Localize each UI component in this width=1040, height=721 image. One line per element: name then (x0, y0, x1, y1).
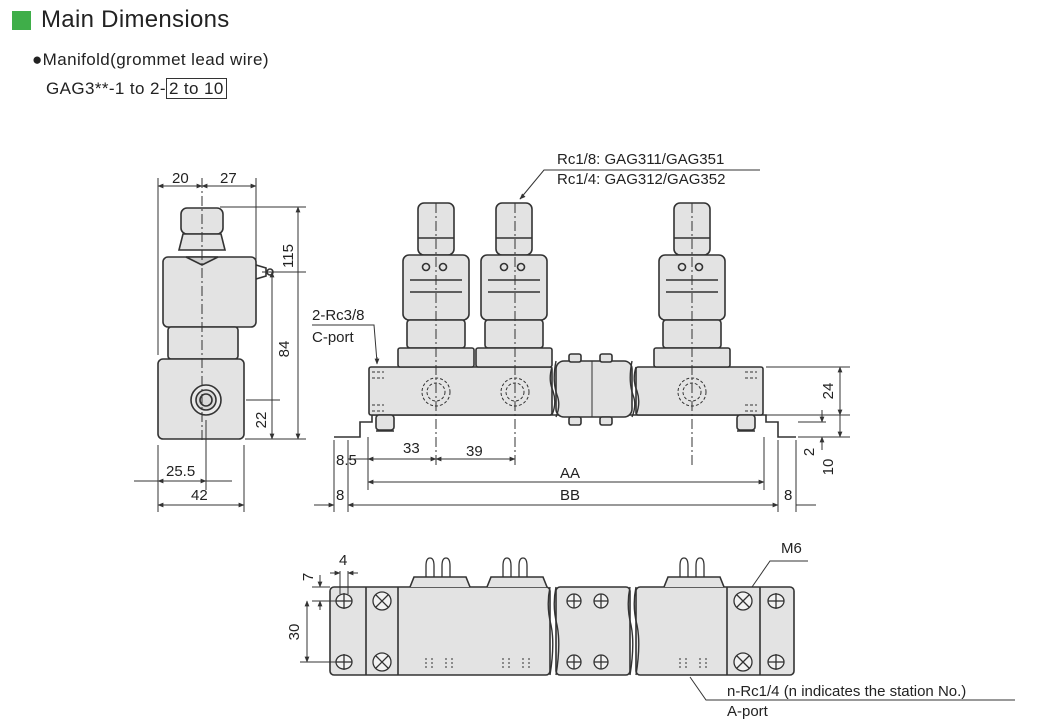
dim-30: 30 (286, 624, 303, 641)
model-number: GAG3**-1 to 2-2 to 10 (46, 78, 227, 99)
top-view-breaks (547, 586, 640, 676)
dim-8-left: 8 (336, 487, 344, 504)
side-view-dims (134, 178, 306, 512)
dim-20: 20 (172, 170, 189, 187)
dim-84: 84 (276, 341, 293, 358)
dim-4: 4 (339, 552, 347, 569)
dim-115: 115 (280, 244, 297, 268)
dim-24: 24 (820, 383, 837, 400)
side-stem (167, 326, 239, 360)
top-view (329, 576, 795, 676)
c-port-size: 2-Rc3/8 (312, 307, 365, 324)
dim-2: 2 (801, 448, 818, 456)
port-note-rc14: Rc1/4: GAG312/GAG352 (557, 171, 725, 188)
manifold-block-break (555, 360, 633, 418)
top-view-a-ports (425, 658, 707, 670)
front-view-labels: Rc1/8: GAG311/GAG351 Rc1/4: GAG312/GAG35… (312, 151, 837, 504)
front-view-dims (312, 169, 850, 512)
dim-bb: BB (560, 487, 580, 504)
manifold-block-right (635, 366, 764, 416)
bullet-icon: ● (32, 50, 43, 69)
section-marker-icon (12, 10, 31, 30)
dim-42: 42 (191, 487, 208, 504)
top-view-labels: 7 4 30 M6 n-Rc1/4 (n indicates the stati… (286, 540, 966, 720)
top-block-left (329, 586, 551, 676)
subtitle-text: Manifold(grommet lead wire) (42, 50, 269, 69)
model-station-range: 2 to 10 (165, 78, 227, 99)
front-view-bracket (334, 414, 796, 438)
a-port-label: A-port (727, 703, 769, 720)
side-view (157, 207, 274, 440)
c-port-label: C-port (312, 329, 355, 346)
manifold-block-left (368, 366, 553, 416)
top-view-wires (425, 557, 705, 577)
model-prefix: GAG3**-1 to 2- (46, 79, 166, 98)
section-header: Main Dimensions (12, 6, 230, 34)
m6-label: M6 (781, 540, 802, 557)
dim-39: 39 (466, 443, 483, 460)
break-lines (549, 360, 640, 418)
side-view-labels: 20 27 115 84 22 25.5 42 (166, 170, 297, 504)
dim-7: 7 (300, 573, 317, 581)
side-coil (162, 256, 257, 328)
dim-27: 27 (220, 170, 237, 187)
dim-33: 33 (403, 440, 420, 457)
top-block-break (555, 586, 631, 676)
dim-8-right: 8 (784, 487, 792, 504)
dim-10: 10 (820, 459, 837, 476)
top-view-dims (300, 560, 1015, 701)
top-view-holes (335, 591, 785, 672)
section-title: Main Dimensions (41, 6, 230, 33)
port-note-rc18: Rc1/8: GAG311/GAG351 (557, 151, 724, 168)
a-port-size: n-Rc1/4 (n indicates the station No.) (727, 683, 966, 700)
dim-25-5: 25.5 (166, 463, 195, 480)
front-view (368, 353, 764, 432)
dim-8-5: 8.5 (336, 452, 357, 469)
dim-aa: AA (560, 465, 580, 482)
subtitle: ●Manifold(grommet lead wire) (32, 50, 269, 70)
valve-stations (397, 202, 731, 368)
dim-22: 22 (253, 412, 270, 429)
